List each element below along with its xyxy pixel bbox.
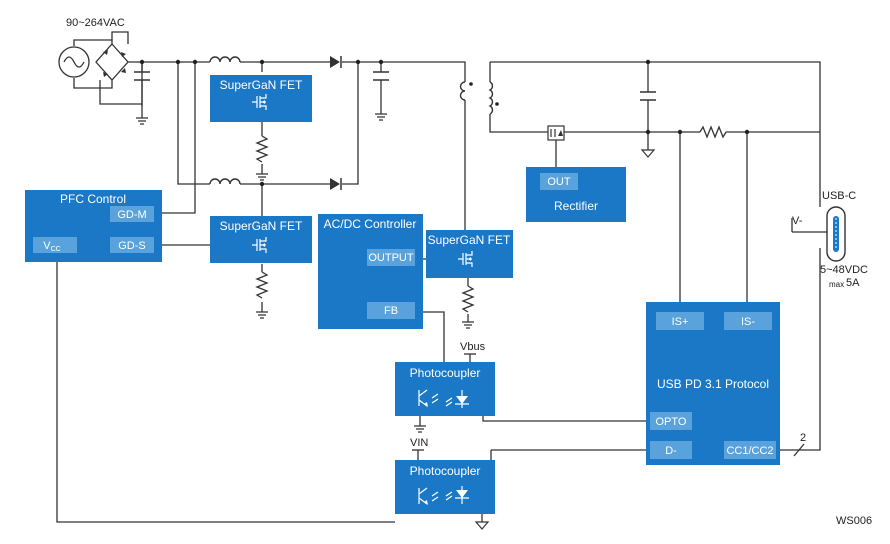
usbpd-title: USB PD 3.1 Protocol (657, 377, 769, 391)
photocoupler-bottom-title: Photocoupler (410, 464, 481, 478)
junction-dots (139, 59, 750, 187)
acdc-title: AC/DC Controller (324, 217, 417, 231)
output-label: OUTPUT (368, 252, 414, 264)
fb-pin (367, 302, 415, 319)
usb-pd-protocol-block: IS+ IS- USB PD 3.1 Protocol OPTO D- CC1/… (646, 302, 780, 465)
fet-right-transistor-icon (458, 251, 473, 267)
fet-right-title: SuperGaN FET (428, 233, 511, 247)
fet-bottom-title: SuperGaN FET (220, 219, 303, 233)
photocoupler-bottom-symbol-icon (418, 486, 469, 505)
boost-diode-top-icon (330, 56, 342, 68)
pfc-control-title: PFC Control (60, 192, 126, 206)
d-minus-label: D- (665, 445, 677, 457)
bulk-capacitor-icon (373, 71, 389, 81)
is-plus-label: IS+ (672, 316, 689, 328)
supergan-fet-top-block: SuperGaN FET (210, 75, 312, 122)
max-label: max (829, 280, 844, 289)
gate-resistor-top-icon (255, 135, 269, 163)
fb-label: FB (384, 305, 398, 317)
ac-source-icon (58, 46, 90, 78)
fet-top-title: SuperGaN FET (220, 78, 303, 92)
boost-inductor-top-icon (209, 56, 241, 63)
usb-c-connector-icon (826, 206, 846, 262)
supergan-fet-right-block: SuperGaN FET (426, 230, 513, 278)
rectifier-title: Rectifier (554, 199, 598, 213)
output-current-label: 5A (846, 277, 860, 289)
gd-s-label: GD-S (118, 240, 146, 252)
wiring (56, 31, 834, 523)
output-pin (367, 249, 415, 266)
out-label: OUT (547, 176, 571, 188)
cc-label: CC1/CC2 (726, 445, 773, 457)
boost-diode-bottom-icon (330, 178, 342, 190)
bus-count-label: 2 (800, 432, 806, 444)
bridge-rectifier-icon (95, 43, 129, 81)
vin-label: VIN (410, 437, 428, 449)
sense-resistor-fet-icon (461, 285, 475, 313)
cc-pin (724, 441, 776, 459)
is-plus-pin (656, 312, 704, 330)
fet-top-transistor-icon (252, 94, 267, 110)
fet-bottom-transistor-icon (252, 237, 267, 253)
current-sense-resistor-icon (699, 125, 727, 139)
ground-icons (136, 113, 656, 530)
rectifier-block: OUT Rectifier (526, 167, 626, 222)
figure-id-label: WS006 (836, 515, 872, 527)
photocoupler-top-title: Photocoupler (410, 366, 481, 380)
out-pin (540, 173, 578, 190)
vcc-label: V (43, 240, 51, 252)
output-voltage-label: 5~48VDC (820, 264, 868, 276)
pfc-control-block: PFC Control GD-M GD-S VCC (25, 190, 162, 262)
vcc-subscript: CC (51, 246, 61, 253)
acdc-controller-block: AC/DC Controller OUTPUT FB (318, 214, 423, 329)
output-capacitor-icon (640, 91, 656, 101)
opto-pin (650, 412, 692, 430)
v-minus-label: V- (792, 215, 803, 227)
vcc-pin (33, 237, 77, 253)
is-minus-label: IS- (741, 316, 755, 328)
vbus-label: Vbus (460, 341, 486, 353)
input-capacitor-icon (134, 71, 150, 81)
opto-label: OPTO (656, 416, 687, 428)
gate-resistor-bottom-icon (255, 271, 269, 299)
boost-inductor-bottom-icon (209, 178, 241, 185)
photocoupler-top-symbol-icon (418, 389, 469, 408)
photocoupler-bottom-block: Photocoupler (395, 460, 495, 514)
input-voltage-label: 90~264VAC (66, 17, 125, 29)
supergan-fet-bottom-block: SuperGaN FET (210, 216, 312, 263)
transformer-icon (459, 81, 499, 115)
sync-rectifier-mosfet-icon (547, 125, 565, 141)
gd-m-pin (110, 206, 154, 222)
photocoupler-top-block: Photocoupler (395, 362, 495, 416)
svg-text:VCC: VCC (43, 240, 60, 253)
usb-c-label: USB-C (822, 190, 856, 202)
d-minus-pin (650, 441, 692, 459)
is-minus-pin (724, 312, 772, 330)
gd-m-label: GD-M (117, 209, 146, 221)
gd-s-pin (110, 237, 154, 253)
